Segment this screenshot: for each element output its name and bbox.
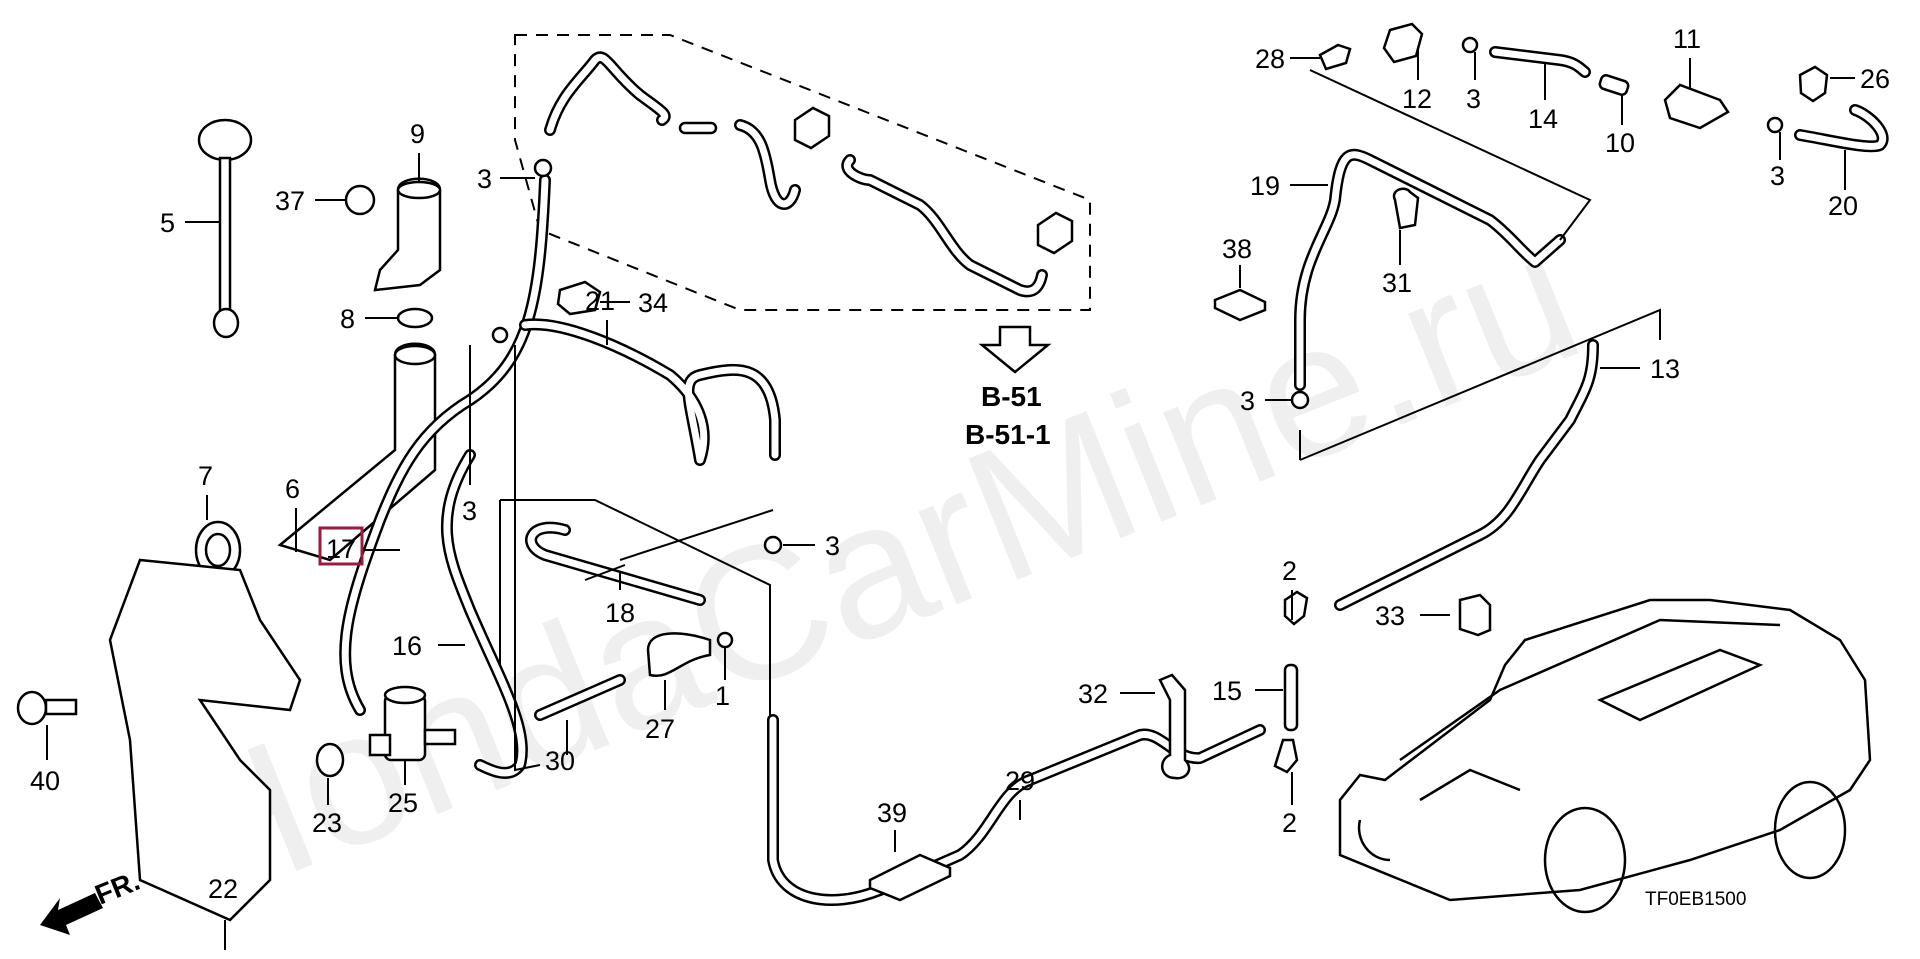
part-33-clip — [1458, 593, 1492, 637]
reference-label-2: B-51-1 — [965, 419, 1051, 450]
callout-34: 34 — [638, 288, 668, 318]
callout-26: 26 — [1860, 64, 1890, 94]
callout-9: 9 — [410, 119, 425, 149]
callout-18: 18 — [605, 598, 635, 628]
callout-25: 25 — [388, 788, 418, 818]
front-indicator-label: FR. — [91, 865, 144, 911]
reference-label-1: B-51 — [981, 381, 1042, 412]
part-31-clip — [1392, 187, 1420, 230]
callout-29: 29 — [1005, 766, 1035, 796]
callout-32: 32 — [1078, 679, 1108, 709]
valve-icon — [1036, 211, 1074, 255]
callout-40: 40 — [30, 766, 60, 796]
part-37-clip — [344, 184, 376, 216]
part-9-filler-neck — [373, 177, 442, 292]
reference-group-outline — [514, 34, 1091, 311]
callout-17: 17 — [326, 534, 356, 564]
part-3-joint — [491, 326, 509, 344]
part-2-joint — [1283, 590, 1309, 626]
upper-hose-group — [544, 51, 1074, 298]
part-12-nozzle-cap — [1382, 22, 1424, 64]
callout-3-left: 3 — [462, 496, 477, 526]
part-22-washer-tank — [108, 558, 302, 922]
part-1-joint — [716, 631, 734, 649]
callout-22-label: 22 — [208, 874, 238, 904]
callout-39: 39 — [877, 798, 907, 828]
callout-30: 30 — [545, 746, 575, 776]
diagram-code: TF0EB1500 — [1645, 889, 1746, 910]
callout-3-top-right-a: 3 — [1466, 84, 1481, 114]
callout-28: 28 — [1255, 44, 1285, 74]
part-38-pad — [1213, 288, 1267, 322]
callout-3-center: 3 — [825, 531, 840, 561]
callout-12: 12 — [1402, 84, 1432, 114]
highlight-box — [318, 526, 364, 566]
part-3-joint — [1766, 116, 1784, 134]
part-8-seal — [396, 307, 434, 329]
callout-10: 10 — [1605, 128, 1635, 158]
part-34-clip — [556, 280, 602, 316]
callout-5: 5 — [160, 208, 175, 238]
part-26-clip — [1798, 65, 1829, 103]
part-28-joint — [1318, 43, 1352, 71]
part-39-pad — [868, 853, 952, 902]
reference-arrow-icon — [978, 325, 1052, 374]
car-illustration — [1338, 598, 1872, 914]
part-5-level-gauge — [197, 118, 253, 339]
callout-3-top: 3 — [477, 164, 492, 194]
callout-21: 21 — [585, 286, 615, 316]
valve-icon — [793, 106, 831, 150]
callout-1: 1 — [715, 681, 730, 711]
front-indicator: FR. — [40, 865, 144, 935]
callout-20: 20 — [1828, 191, 1858, 221]
callout-23: 23 — [312, 808, 342, 838]
connector-icon — [678, 121, 718, 135]
callout-15: 15 — [1212, 676, 1242, 706]
callout-13: 13 — [1650, 354, 1680, 384]
part-40-bolt — [16, 690, 48, 726]
part-27-grommet — [646, 632, 712, 678]
callout-2-upper: 2 — [1282, 556, 1297, 586]
callout-3-top-right-b: 3 — [1770, 161, 1785, 191]
callout-11: 11 — [1673, 24, 1701, 54]
part-3-joint — [1461, 36, 1479, 54]
callout-2-lower: 2 — [1282, 808, 1297, 838]
callout-19: 19 — [1250, 171, 1280, 201]
callout-31: 31 — [1382, 268, 1412, 298]
callout-7: 7 — [198, 461, 213, 491]
callout-27: 27 — [645, 714, 675, 744]
part-3-joint — [533, 158, 553, 178]
callout-6: 6 — [285, 474, 300, 504]
callout-3-mid-right: 3 — [1240, 386, 1255, 416]
part-3-joint — [1290, 390, 1310, 410]
callout-14: 14 — [1528, 104, 1558, 134]
callout-38: 38 — [1222, 234, 1252, 264]
callout-16: 16 — [392, 631, 422, 661]
part-32-clip — [1158, 673, 1191, 780]
part-3-joint — [763, 535, 783, 555]
part-2-joint — [1273, 738, 1299, 774]
part-11-washer-nozzle — [1663, 83, 1730, 130]
part-25-washer-pump — [368, 685, 457, 762]
part-10-joint — [1598, 74, 1630, 96]
callout-8: 8 — [340, 304, 355, 334]
part-15-tube — [1283, 663, 1299, 732]
part-23-grommet — [315, 742, 345, 778]
callout-33: 33 — [1375, 601, 1405, 631]
callout-37: 37 — [275, 186, 305, 216]
